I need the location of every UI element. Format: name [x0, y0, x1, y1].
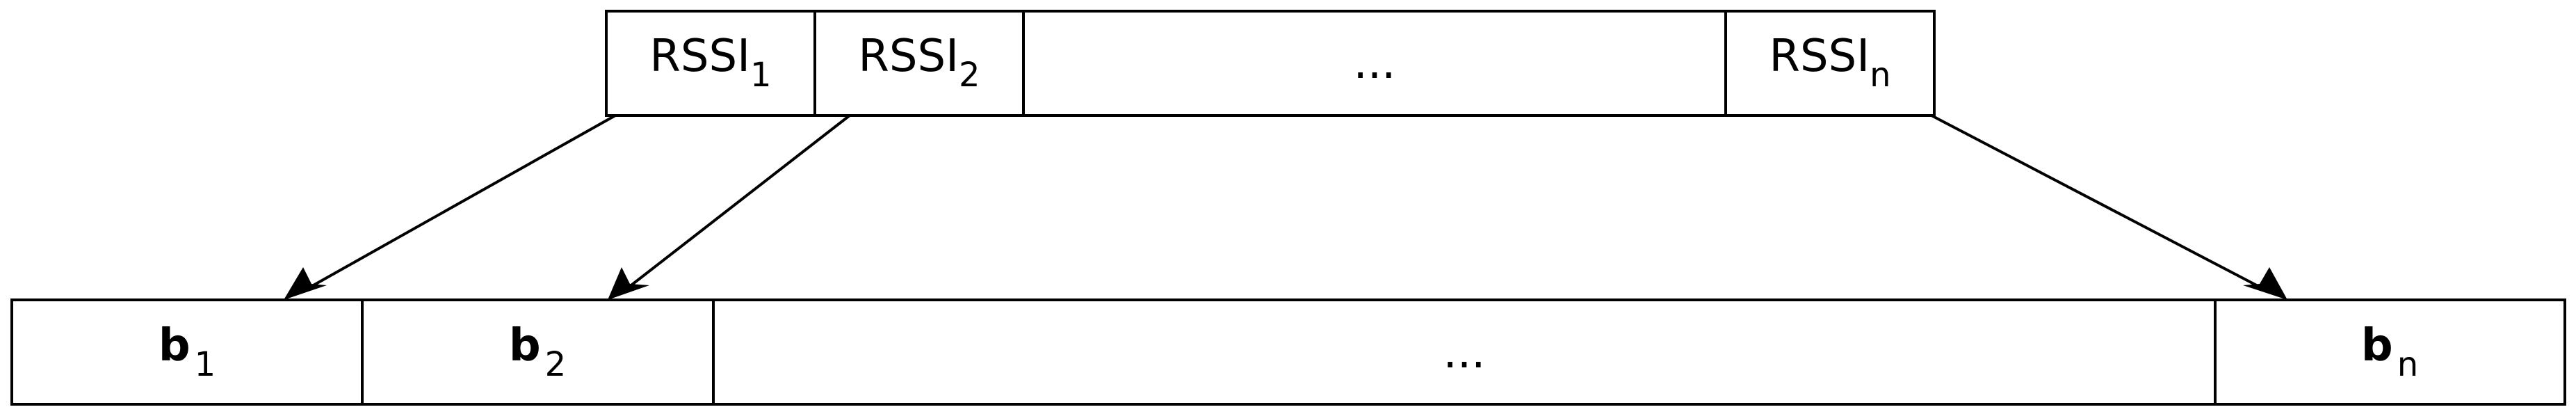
- rssi-cell-2: [813, 10, 1025, 117]
- arrowhead-bn: [2243, 267, 2287, 300]
- bits-label-ellipsis: ...: [1443, 327, 1485, 379]
- rssi-cell-ellipsis: [1022, 10, 1727, 117]
- arrow-rssi2-to-b2: [624, 114, 851, 291]
- rssi-label-2: RSSI2: [858, 31, 980, 95]
- rssi-label-1: RSSI1: [649, 31, 771, 95]
- arrow-rssi1-to-b1: [305, 114, 616, 291]
- bits-cell-n: [2214, 298, 2566, 406]
- rssi-label-ellipsis: ...: [1353, 38, 1395, 89]
- rssi-row: RSSI1 RSSI2 ... RSSIn: [605, 10, 1936, 117]
- rssi-cell-n: [1724, 10, 1936, 117]
- rssi-label-n: RSSIn: [1769, 31, 1890, 95]
- arrowhead-b1: [284, 267, 327, 300]
- arrowhead-b2: [608, 267, 649, 300]
- mapping-arrows: [284, 114, 2287, 300]
- bits-cell-2: [361, 298, 715, 406]
- arrow-rssin-to-bn: [1931, 114, 2265, 291]
- rssi-cell-1: [605, 10, 816, 117]
